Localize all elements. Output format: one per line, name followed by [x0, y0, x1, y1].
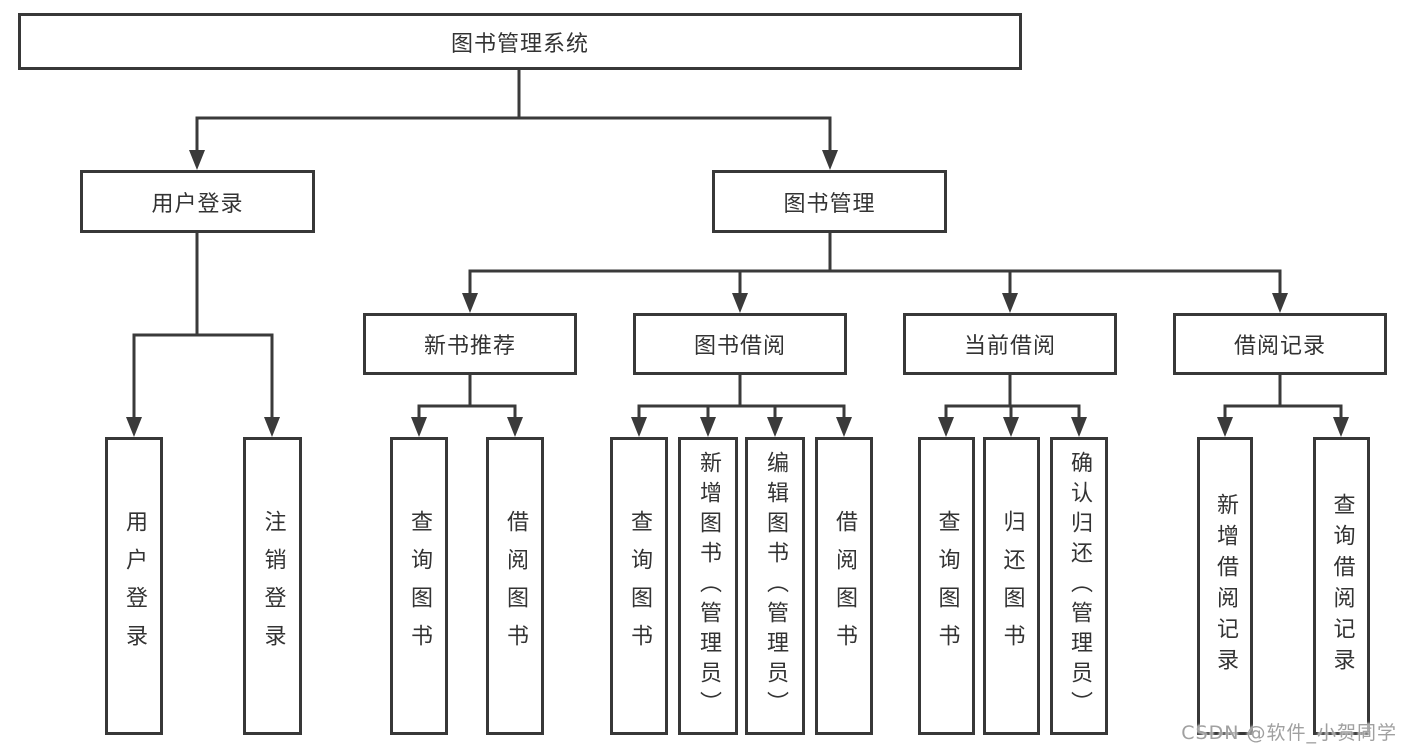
node-book-management: 图书管理 — [712, 170, 947, 233]
node-current-borrowing: 当前借阅 — [903, 313, 1117, 375]
leaf-edit-books-admin: 编辑图书（管理员） — [745, 437, 805, 735]
leaf-query-borrow-record: 查询借阅记录 — [1313, 437, 1370, 735]
node-library-system: 图书管理系统 — [18, 13, 1022, 70]
leaf-query-books-current: 查询图书 — [918, 437, 975, 735]
leaf-logout-login: 注销登录 — [243, 437, 302, 735]
leaf-user-login: 用户登录 — [105, 437, 163, 735]
leaf-add-books-admin: 新增图书（管理员） — [678, 437, 738, 735]
leaf-query-books-recommend: 查询图书 — [390, 437, 448, 735]
leaf-borrow-books-borrowing: 借阅图书 — [815, 437, 873, 735]
leaf-borrow-books-recommend: 借阅图书 — [486, 437, 544, 735]
node-user-login: 用户登录 — [80, 170, 315, 233]
leaf-return-books: 归还图书 — [983, 437, 1040, 735]
node-book-borrowing: 图书借阅 — [633, 313, 847, 375]
leaf-query-books-borrowing: 查询图书 — [610, 437, 668, 735]
csdn-watermark: CSDN @软件_小贺同学 — [1181, 722, 1397, 744]
leaf-add-borrow-record: 新增借阅记录 — [1197, 437, 1253, 735]
node-new-book-recommend: 新书推荐 — [363, 313, 577, 375]
leaf-confirm-return-admin: 确认归还（管理员） — [1050, 437, 1108, 735]
node-borrowing-records: 借阅记录 — [1173, 313, 1387, 375]
